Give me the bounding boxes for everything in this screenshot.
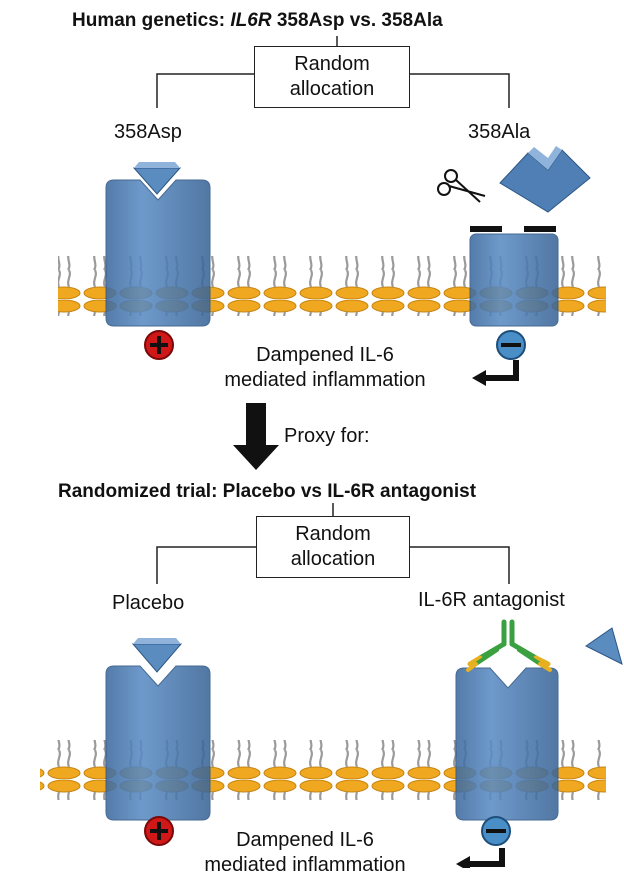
bottom-effect-line1: Dampened IL-6 [236,829,374,851]
top-allocation-bracket [156,36,510,108]
top-title: Human genetics: IL6R 358Asp vs. 358Ala [72,10,443,32]
bottom-title: Randomized trial: Placebo vs IL-6R antag… [58,481,477,502]
bottom-allocation-bracket [156,503,510,584]
bottom-effect-line2: mediated inflammation [204,854,406,876]
bottom-minus-icon [481,816,511,846]
top-minus-icon [496,330,526,360]
top-left-ligand [132,162,182,195]
top-allocation-line1: Random [294,53,370,75]
bottom-left-ligand [131,638,183,673]
bottom-allocation-line2: allocation [290,548,376,570]
top-title-gene: IL6R [230,10,272,31]
antibody-icon [466,619,552,672]
top-right-cleaved-fragment [499,146,591,213]
proxy-down-arrow-icon [233,403,279,470]
bottom-plus-icon [144,816,174,846]
bottom-right-receptor [455,667,559,821]
top-return-arrow-icon [472,360,519,386]
bottom-free-ligand [585,627,623,665]
top-left-label: 358Asp [114,121,182,143]
top-left-receptor [105,179,211,327]
bottom-left-receptor [105,665,211,821]
bottom-right-label: IL-6R antagonist [418,589,565,611]
bottom-allocation-line1: Random [295,523,371,545]
bottom-left-label: Placebo [112,592,185,614]
bottom-return-arrow-icon [456,848,505,868]
top-right-receptor [469,226,559,327]
top-allocation-line2: allocation [289,78,375,100]
top-effect-line2: mediated inflammation [224,369,426,391]
top-allocation-box: Random allocation [254,46,410,108]
top-plus-icon [144,330,174,360]
proxy-label: Proxy for: [284,425,370,447]
top-title-prefix: Human genetics: [72,10,231,31]
bottom-effect-text: Dampened IL-6 mediated inflammation [160,828,450,878]
bottom-allocation-box: Random allocation [256,516,410,578]
top-effect-text: Dampened IL-6 mediated inflammation [180,343,470,393]
top-right-label: 358Ala [468,121,531,143]
top-title-suffix: 358Asp vs. 358Ala [271,10,443,31]
top-effect-line1: Dampened IL-6 [256,344,394,366]
scissors-icon [437,169,486,203]
